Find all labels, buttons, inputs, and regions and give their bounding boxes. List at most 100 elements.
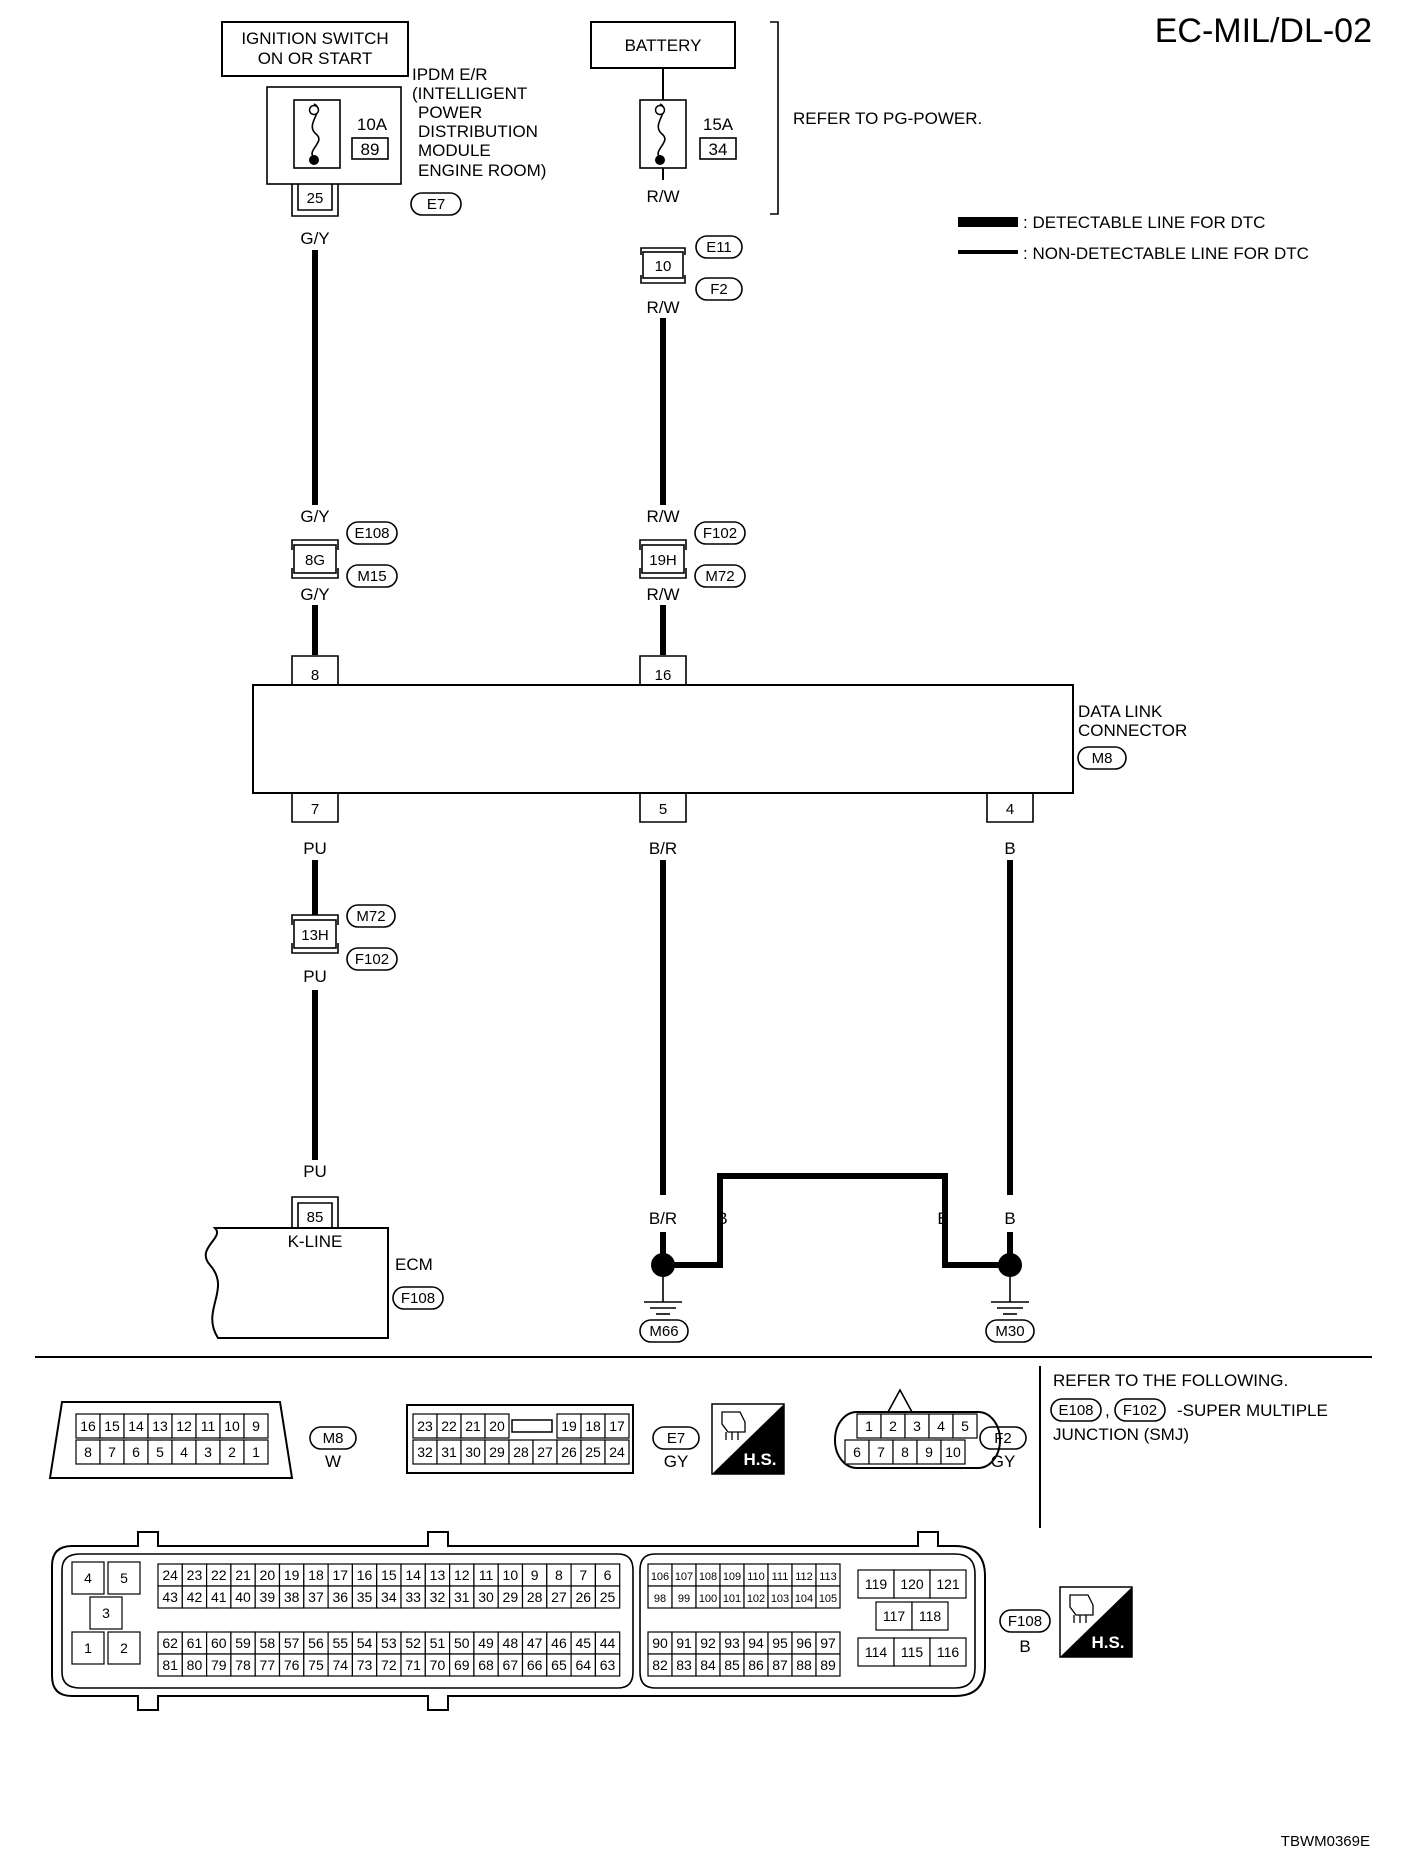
refer-tag-e108: E108 <box>1058 1402 1093 1419</box>
f108-pin-6: 6 <box>604 1567 612 1583</box>
refer-tag-f102-frame <box>1114 1398 1166 1422</box>
f108-pin-39: 39 <box>260 1589 276 1605</box>
f108-pin-45: 45 <box>575 1635 591 1651</box>
refer-comma: , <box>1105 1401 1110 1420</box>
battery-box <box>590 21 736 69</box>
f108-pin-112: 112 <box>795 1571 813 1583</box>
f108-pin-5: 5 <box>120 1570 128 1586</box>
f108-pin-115-cell <box>893 1637 931 1667</box>
f108-pin-69: 69 <box>454 1657 470 1673</box>
f108-pin-110: 110 <box>747 1571 765 1583</box>
f108-pin-82: 82 <box>652 1657 668 1673</box>
connector-view-f2-color: GY <box>991 1452 1016 1471</box>
battery-fuse-number-box <box>699 137 737 160</box>
ipdm-fuse-terminal-bottom <box>309 155 319 165</box>
m8-pin-14: 14 <box>128 1418 144 1434</box>
e7-pin-30-cell <box>460 1439 486 1465</box>
f108-pin-17: 17 <box>332 1567 348 1583</box>
dlc-label-1: DATA LINK <box>1078 702 1163 721</box>
joint-19h-bracket-bottom <box>639 568 687 579</box>
wire-label-pu-1: PU <box>303 839 327 858</box>
battery-fuse-terminal-bottom <box>655 155 665 165</box>
ipdm-pin-number: 25 <box>307 190 324 207</box>
f2-pin-8-cell <box>892 1439 918 1465</box>
f108-pin-61: 61 <box>187 1635 203 1651</box>
refer-tag-e108-frame <box>1050 1398 1102 1422</box>
wire-label-rw-1: R/W <box>646 187 679 206</box>
e7-pin-20-cell <box>484 1413 510 1439</box>
f108-pin-48: 48 <box>503 1635 519 1651</box>
m8-pin-6: 6 <box>132 1444 140 1460</box>
connector-tag-m72-frame <box>694 564 746 588</box>
f108-pin-16: 16 <box>357 1567 373 1583</box>
joint-10-bracket-bottom <box>640 275 686 284</box>
f2-pin-6-cell <box>844 1439 870 1465</box>
e7-pin-23: 23 <box>417 1418 433 1434</box>
f108-pin-76: 76 <box>284 1657 300 1673</box>
f108-pin-114-cell <box>857 1637 895 1667</box>
wire-label-gy-2: G/Y <box>300 507 329 526</box>
f108-pin-21: 21 <box>235 1567 251 1583</box>
f108-pin-81: 81 <box>162 1657 178 1673</box>
connector-tag-f2: F2 <box>710 281 728 298</box>
ecm-k-line: K-LINE <box>288 1232 343 1251</box>
f2-connector-outline <box>833 1411 1002 1469</box>
f108-pin-89: 89 <box>820 1657 836 1673</box>
wire-label-pu-2: PU <box>303 967 327 986</box>
f108-pin-95: 95 <box>772 1635 788 1651</box>
connector-tag-m72: M72 <box>705 568 734 585</box>
connector-tag-m15-frame <box>346 564 398 588</box>
m8-pin-16-cell <box>75 1413 101 1439</box>
e7-pin-20: 20 <box>489 1418 505 1434</box>
f108-pin-113: 113 <box>819 1571 837 1583</box>
f108-inner-right <box>639 1553 976 1689</box>
e7-pin-22: 22 <box>441 1418 457 1434</box>
f108-pin-20: 20 <box>260 1567 276 1583</box>
connector-tag-f108-view-frame <box>999 1609 1051 1633</box>
connector-tag-f108: F108 <box>401 1290 435 1307</box>
connector-tag-f102-frame <box>694 521 746 545</box>
connector-tag-e11: E11 <box>706 239 732 256</box>
connector-tag-m8-frame <box>1077 746 1127 770</box>
harness-side-badge-f108: H.S. <box>1059 1586 1133 1658</box>
f108-pin-25: 25 <box>600 1589 616 1605</box>
wire-label-b-3: B <box>937 1209 948 1228</box>
f108-pin-38: 38 <box>284 1589 300 1605</box>
m8-connector-outline <box>48 1401 294 1479</box>
f108-pin-102: 102 <box>747 1593 765 1605</box>
connector-tag-e7-view-frame <box>652 1426 700 1450</box>
legend-detectable-label: : DETECTABLE LINE FOR DTC <box>1023 213 1265 232</box>
f108-pin-4-cell <box>71 1561 105 1595</box>
m8-pin-15-cell <box>99 1413 125 1439</box>
f108-pin-29: 29 <box>503 1589 519 1605</box>
f108-pin-1: 1 <box>84 1640 92 1656</box>
connector-view-m8-color: W <box>325 1452 341 1471</box>
ipdm-label-2: (INTELLIGENT <box>412 84 527 103</box>
m8-pin-13: 13 <box>152 1418 168 1434</box>
f108-pin-4: 4 <box>84 1570 92 1586</box>
dlc-pin-5: 5 <box>659 801 667 818</box>
f108-pin-25-cell <box>594 1585 621 1609</box>
f108-pin-60: 60 <box>211 1635 227 1651</box>
f108-pin-73: 73 <box>357 1657 373 1673</box>
ipdm-fuse-holder <box>293 99 341 169</box>
f108-pin-2-cell <box>107 1631 141 1665</box>
m8-pin-8-cell <box>75 1439 101 1465</box>
connector-tag-m30: M30 <box>995 1323 1024 1340</box>
joint-8g-box <box>293 544 337 574</box>
dlc-pin-8-bracket <box>291 655 339 685</box>
f108-pin-109: 109 <box>723 1571 741 1583</box>
f108-pin-115: 115 <box>901 1644 924 1660</box>
f108-pin-57: 57 <box>284 1635 300 1651</box>
f108-pin-62: 62 <box>162 1635 178 1651</box>
figure-code: TBWM0369E <box>1281 1833 1370 1850</box>
battery-fuse-number: 34 <box>709 140 728 159</box>
f2-pin-1-cell <box>856 1413 882 1439</box>
dlc-pin-5-bracket <box>639 793 687 823</box>
f108-pin-52: 52 <box>405 1635 421 1651</box>
f108-pin-63: 63 <box>600 1657 616 1673</box>
dlc-pin-16: 16 <box>655 667 672 684</box>
f2-pin-4: 4 <box>937 1418 945 1434</box>
f108-pin-42: 42 <box>187 1589 203 1605</box>
